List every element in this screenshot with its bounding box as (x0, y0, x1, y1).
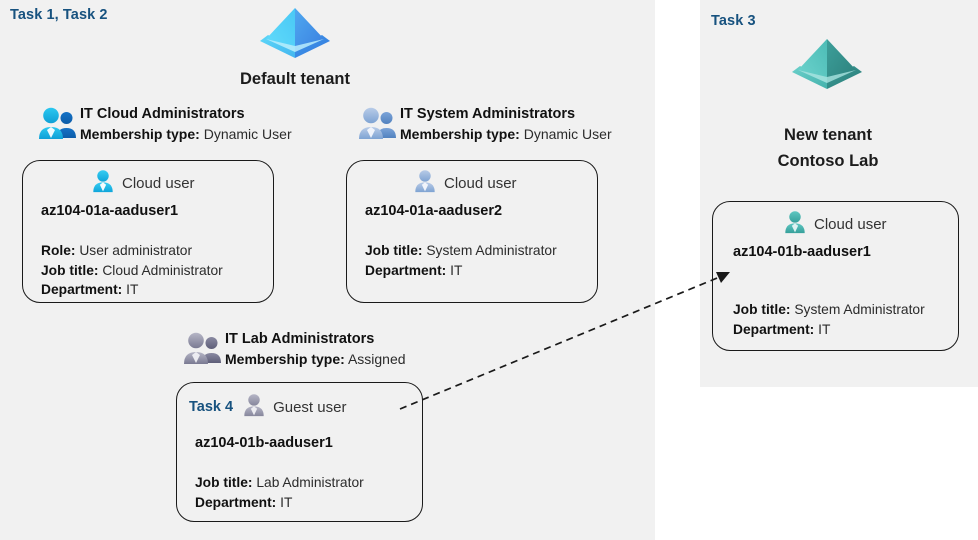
property-value: IT (280, 494, 293, 510)
card-username: az104-01b-aaduser1 (195, 435, 333, 451)
group-membership: Membership type: Dynamic User (400, 124, 612, 144)
property-value: User administrator (79, 243, 193, 258)
property-value: System Administrator (794, 302, 925, 317)
property-value: Cloud Administrator (102, 262, 223, 278)
card-user-type: Cloud user (783, 210, 887, 238)
group-title: IT System Administrators (400, 106, 576, 122)
membership-value: Assigned (347, 351, 406, 367)
property-value: IT (126, 282, 139, 297)
property-value: System Administrator (426, 243, 557, 258)
user-card-az104-01a-aaduser1[interactable]: Cloud user az104-01a-aaduser1 Role: User… (22, 160, 274, 303)
group-heading-it-lab-administrators: IT Lab Administrators Membership type: A… (225, 330, 406, 369)
cloud-user-icon (783, 210, 807, 238)
card-user-type-label: Cloud user (122, 174, 195, 192)
card-user-type: Cloud user (413, 169, 517, 197)
property-value: Lab Administrator (256, 475, 364, 490)
property-row: Job title: Cloud Administrator (41, 261, 223, 281)
property-label: Role: (41, 243, 76, 258)
property-row: Job title: System Administrator (365, 241, 557, 261)
property-label: Job title: (733, 302, 791, 317)
property-row: Department: IT (41, 280, 223, 300)
property-value: IT (450, 262, 463, 278)
card-username: az104-01a-aaduser1 (41, 203, 179, 219)
cloud-user-icon (91, 169, 115, 197)
property-row: Department: IT (733, 320, 925, 340)
card-user-type-label: Cloud user (444, 174, 517, 192)
property-row: Department: IT (365, 261, 557, 281)
user-card-az104-01a-aaduser2[interactable]: Cloud user az104-01a-aaduser2 Job title:… (346, 160, 598, 303)
card-username: az104-01a-aaduser2 (365, 203, 503, 219)
cloud-user-icon (413, 169, 437, 197)
membership-label: Membership type: (80, 126, 200, 142)
new-tenant-caption-line1: New tenant (783, 126, 872, 144)
membership-value: Dynamic User (203, 126, 292, 142)
task-label-1-2: Task 1, Task 2 (10, 7, 108, 23)
task-label-3: Task 3 (711, 13, 756, 29)
task-label-4: Task 4 (189, 399, 234, 415)
property-label: Job title: (195, 475, 253, 490)
card-properties: Job title: Lab Administrator Department:… (195, 473, 364, 512)
user-card-guest-az104-01b-aaduser1[interactable]: Task 4 Guest user az104-01b-aaduser1 Job… (176, 382, 423, 522)
card-user-type: Cloud user (91, 169, 195, 197)
card-properties: Job title: System Administrator Departme… (365, 241, 557, 280)
group-title: IT Cloud Administrators (80, 106, 245, 122)
property-value: IT (818, 321, 831, 337)
default-tenant-caption: Default tenant (239, 70, 350, 88)
property-label: Department: (365, 262, 447, 278)
membership-value: Dynamic User (523, 126, 612, 142)
group-heading-it-system-administrators: IT System Administrators Membership type… (400, 105, 612, 144)
property-row: Department: IT (195, 493, 364, 513)
group-membership: Membership type: Assigned (225, 349, 406, 369)
property-label: Job title: (41, 262, 99, 278)
group-users-icon (37, 107, 79, 141)
azure-tenant-icon (256, 2, 334, 70)
property-label: Department: (195, 494, 277, 510)
group-users-icon (182, 332, 224, 366)
group-users-icon (357, 107, 399, 141)
property-row: Role: User administrator (41, 241, 223, 261)
card-username: az104-01b-aaduser1 (733, 244, 871, 260)
new-tenant-caption-line2: Contoso Lab (777, 152, 879, 170)
card-properties: Role: User administrator Job title: Clou… (41, 241, 223, 300)
property-row: Job title: Lab Administrator (195, 473, 364, 493)
guest-user-icon (242, 393, 266, 421)
property-row: Job title: System Administrator (733, 300, 925, 320)
property-label: Department: (41, 282, 123, 297)
user-card-new-tenant-az104-01b-aaduser1[interactable]: Cloud user az104-01b-aaduser1 Job title:… (712, 201, 959, 351)
card-user-type-label: Cloud user (814, 215, 887, 233)
group-heading-it-cloud-administrators: IT Cloud Administrators Membership type:… (80, 105, 292, 144)
property-label: Job title: (365, 243, 423, 258)
property-label: Department: (733, 321, 815, 337)
group-membership: Membership type: Dynamic User (80, 124, 292, 144)
card-user-type: Task 4 Guest user (189, 393, 346, 421)
membership-label: Membership type: (400, 126, 520, 142)
membership-label: Membership type: (225, 351, 345, 367)
azure-tenant-icon (788, 33, 866, 101)
group-title: IT Lab Administrators (225, 331, 375, 347)
card-properties: Job title: System Administrator Departme… (733, 300, 925, 339)
card-user-type-label: Guest user (273, 398, 347, 416)
